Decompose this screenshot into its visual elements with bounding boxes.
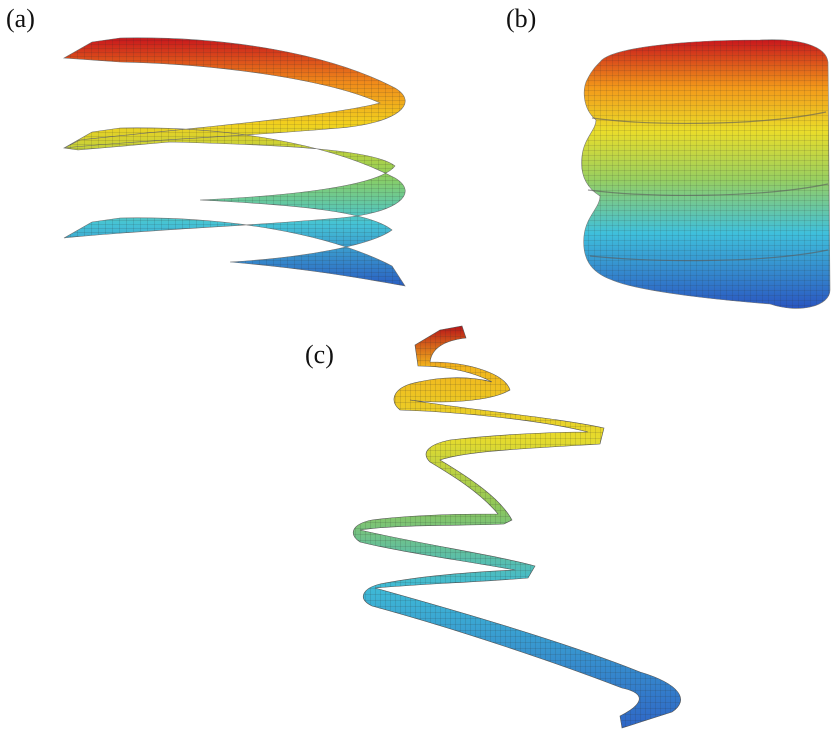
panel-label-b: (b) bbox=[506, 4, 537, 33]
panel-label-a: (a) bbox=[6, 4, 35, 33]
panel-b-tube-coil bbox=[581, 39, 831, 309]
panel-a-ribbon-coil bbox=[62, 37, 406, 287]
panel-label-c: (c) bbox=[305, 340, 334, 369]
panel-c-strip bbox=[352, 325, 681, 729]
panel-c-twisted-strip bbox=[352, 325, 681, 729]
